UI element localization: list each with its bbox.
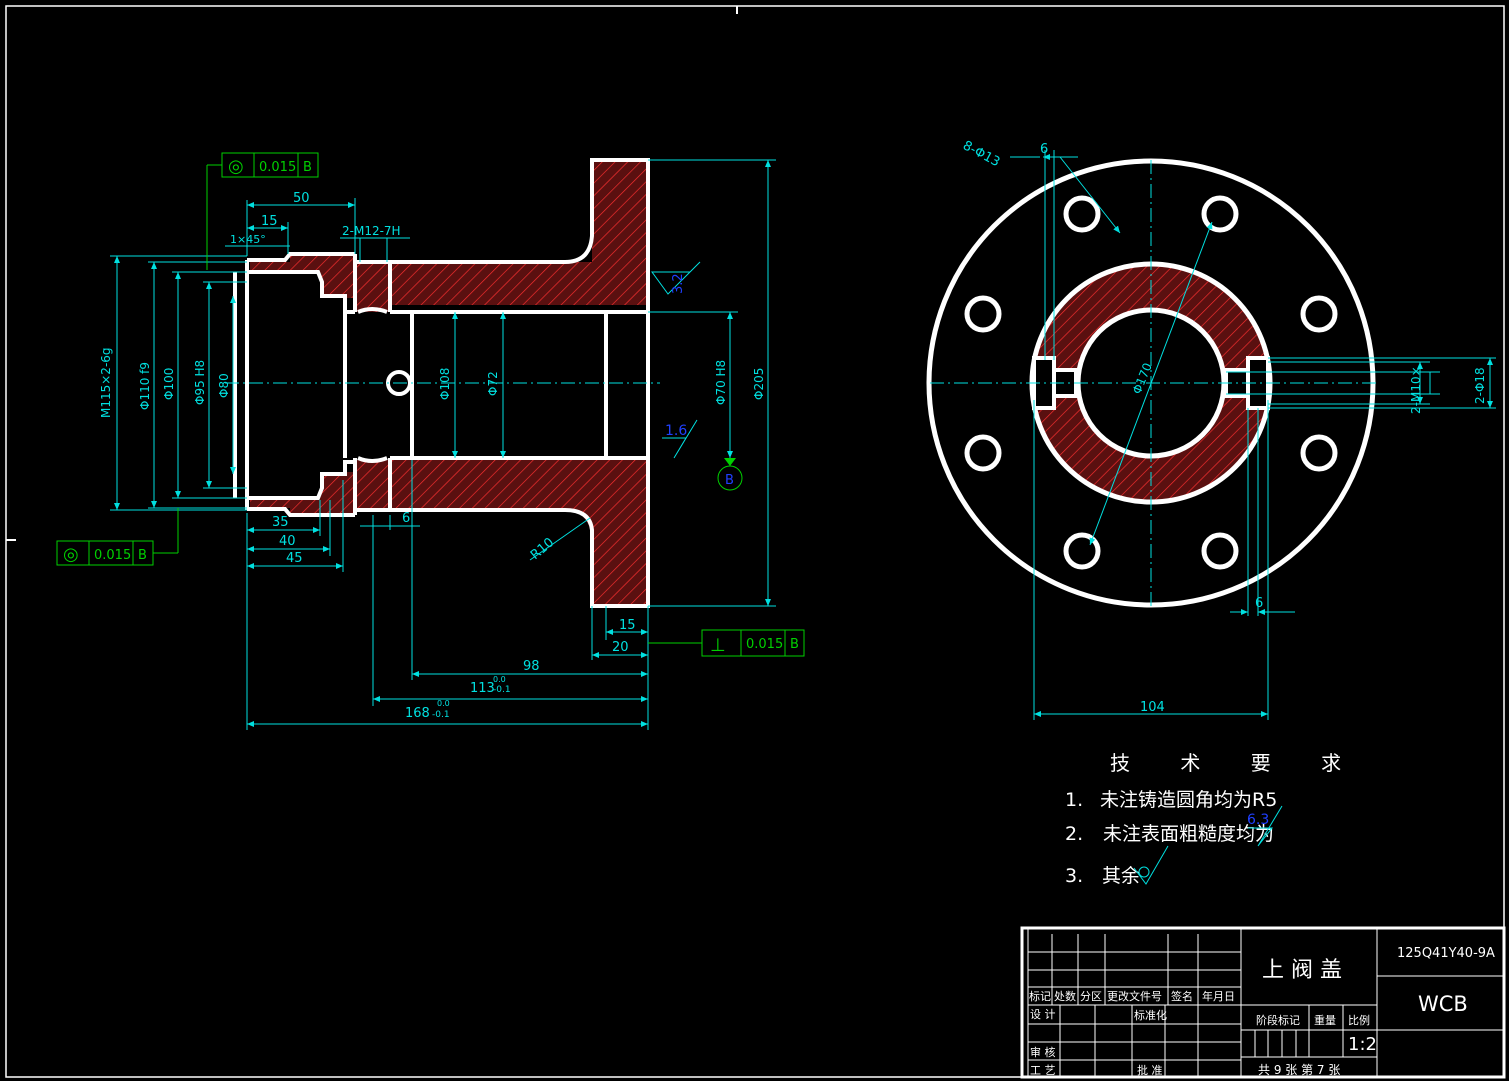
svg-text:阶段标记: 阶段标记 — [1256, 1013, 1300, 1027]
svg-text:◎: ◎ — [63, 544, 79, 565]
material: WCB — [1418, 992, 1468, 1016]
svg-text:0.015: 0.015 — [94, 548, 131, 563]
svg-text:签名: 签名 — [1171, 989, 1193, 1003]
svg-text:标准化: 标准化 — [1134, 1008, 1167, 1022]
thread-hole-top — [353, 254, 392, 314]
svg-text:0.015: 0.015 — [259, 160, 296, 175]
dim-d110: Φ110 f9 — [138, 362, 152, 410]
note-2-roughness — [1248, 805, 1283, 847]
svg-text:共 9 张 第 7 张: 共 9 张 第 7 张 — [1258, 1063, 1340, 1077]
title-block: 标记 处数 分区 更改文件号 签名 年月日 设 计 标准化 审 核 工 艺 批 … — [1020, 926, 1506, 1079]
svg-text:年月日: 年月日 — [1202, 989, 1235, 1003]
note-3-num: 3. — [1065, 865, 1083, 887]
hatch-lower — [250, 458, 648, 606]
svg-text:标记: 标记 — [1029, 989, 1051, 1003]
svg-text:设 计: 设 计 — [1030, 1008, 1056, 1021]
dim-15-top: 15 — [261, 214, 278, 229]
note-3-symbol — [1133, 845, 1169, 885]
dim-d100: Φ100 — [162, 368, 176, 400]
dim-113: 113 — [470, 681, 495, 696]
note-1-text: 未注铸造圆角均为R5 — [1100, 789, 1277, 811]
note-3-text: 其余 — [1102, 865, 1140, 887]
dim-chamfer: 1×45° — [230, 233, 266, 246]
tol-113-lower: -0.1 — [493, 685, 511, 695]
notes-title: 技 术 要 求 — [1110, 751, 1363, 775]
roughness-1-6: 1.6 — [662, 419, 698, 459]
side-view: 8-Φ13 6 Φ170 2-M10× 2-Φ18 6 104 — [926, 138, 1496, 720]
dim-d205: Φ205 — [752, 368, 766, 400]
svg-text:更改文件号: 更改文件号 — [1107, 989, 1162, 1003]
dim-98: 98 — [523, 659, 540, 674]
tol-168-upper: 0.0 — [437, 699, 450, 708]
outer-outline-top — [245, 158, 650, 608]
svg-text:重量: 重量 — [1314, 1013, 1336, 1027]
bolt-holes — [964, 195, 1338, 570]
svg-text:审 核: 审 核 — [1030, 1045, 1056, 1059]
tol-168-lower: -0.1 — [432, 710, 450, 720]
svg-text:比例: 比例 — [1348, 1013, 1370, 1027]
dim-d18: 2-Φ18 — [1473, 367, 1487, 404]
note-2-roughness-value: 6.3 — [1247, 812, 1269, 828]
dim-104: 104 — [1140, 700, 1165, 715]
dim-d80: Φ80 — [217, 373, 231, 398]
tolerance-frame-top: ◎ 0.015 B — [206, 152, 319, 270]
scale: 1:2 — [1348, 1034, 1377, 1055]
tolerance-frame-bottom: ⊥ 0.015 B — [648, 629, 805, 657]
dim-15-bottom: 15 — [619, 618, 636, 633]
dim-d72: Φ72 — [486, 371, 500, 396]
dim-45: 45 — [286, 551, 303, 566]
dim-50: 50 — [293, 191, 310, 206]
dim-m10: 2-M10× — [1409, 366, 1423, 414]
note-1-num: 1. — [1065, 789, 1083, 811]
hatch-upper — [250, 160, 648, 312]
note-3-circle — [1138, 866, 1150, 878]
dim-40: 40 — [279, 534, 296, 549]
svg-text:批 准: 批 准 — [1137, 1063, 1163, 1077]
svg-text:◎: ◎ — [228, 156, 244, 177]
technical-notes: 技 术 要 求 1. 未注铸造圆角均为R5 2. 未注表面粗糙度均为 3. 其余… — [1065, 751, 1363, 887]
datum-b-symbol: B — [717, 458, 743, 491]
tol-113-upper: 0.0 — [493, 675, 506, 684]
dim-thread: 2-M12-7H — [342, 224, 401, 238]
dim-20: 20 — [612, 640, 629, 655]
svg-text:0.015: 0.015 — [746, 637, 783, 652]
note-2-text: 未注表面粗糙度均为 — [1103, 823, 1274, 845]
dim-6: 6 — [402, 511, 410, 526]
drawing-number: 125Q41Y40-9A — [1397, 946, 1495, 961]
roughness-3-2: 3.2 — [651, 261, 701, 295]
dim-168: 168 — [405, 706, 430, 721]
sheet-border — [5, 5, 1505, 1078]
dim-6-bottom: 6 — [1255, 596, 1263, 611]
part-name: 上 阀 盖 — [1262, 958, 1342, 983]
dim-d70: Φ70 H8 — [714, 360, 728, 405]
svg-text:处数: 处数 — [1054, 990, 1076, 1003]
dim-d108: Φ108 — [438, 368, 452, 400]
front-section-view: 50 15 1×45° 2-M12-7H M115×2-6g Φ110 f9 Φ… — [56, 152, 805, 730]
svg-text:1.6: 1.6 — [665, 423, 687, 439]
svg-text:B: B — [725, 473, 734, 488]
note-2-num: 2. — [1065, 823, 1083, 845]
tolerance-frame-left: ◎ 0.015 B — [56, 508, 179, 566]
dim-6-top: 6 — [1040, 142, 1048, 157]
dim-holes: 8-Φ13 — [960, 138, 1002, 170]
svg-text:B: B — [303, 160, 312, 175]
svg-text:B: B — [138, 548, 147, 563]
svg-text:工 艺: 工 艺 — [1030, 1064, 1056, 1077]
dim-d95: Φ95 H8 — [193, 360, 207, 405]
thread-hole-bottom — [353, 456, 392, 515]
dim-35: 35 — [272, 515, 289, 530]
svg-text:⊥: ⊥ — [710, 635, 726, 656]
svg-text:分区: 分区 — [1080, 990, 1102, 1003]
svg-text:3.2: 3.2 — [671, 273, 686, 294]
dim-m115: M115×2-6g — [99, 347, 113, 418]
svg-text:B: B — [790, 637, 799, 652]
